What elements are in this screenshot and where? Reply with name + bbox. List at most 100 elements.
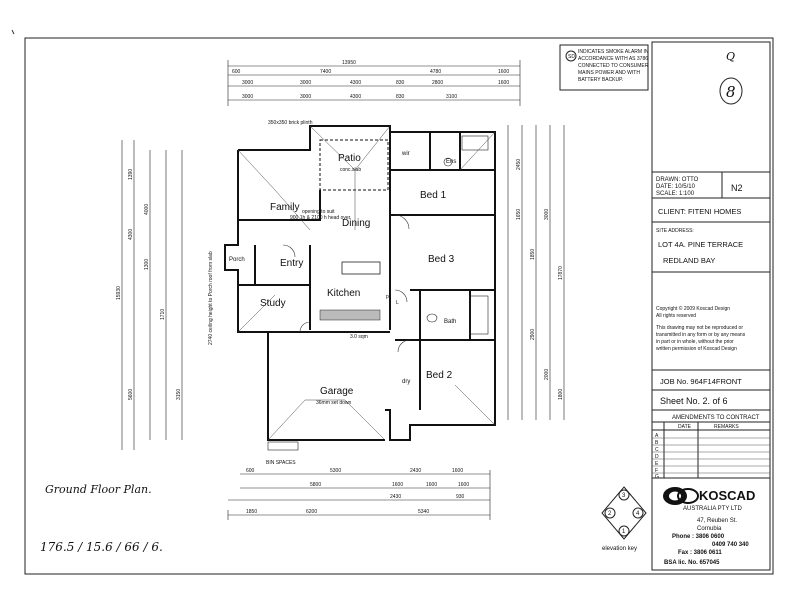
dim-overall-top: 13950 [342, 60, 356, 66]
dim-left-5: 1710 [160, 309, 166, 320]
garage-note: 36mm set down [316, 400, 352, 406]
top-dimensions [227, 60, 521, 106]
copyright-2: All rights reserved [656, 313, 696, 319]
firm-phone: Phone : 3806 0600 [672, 534, 725, 540]
dim-overall-left: 15930 [116, 286, 122, 300]
title-block [651, 41, 771, 571]
firm-name: KOSCAD [699, 488, 755, 503]
dim-right-1: 2450 [516, 159, 522, 170]
opening-note: opening to suit [302, 209, 335, 215]
copyright-6: written permission of Koscad Design [656, 346, 737, 352]
dim-bottom-r3-3: 5340 [418, 509, 429, 515]
elev-n3: 3 [622, 493, 626, 499]
room-family: Family [270, 202, 299, 213]
amendments-table: AMENDMENTS TO CONTRACT DATE REMARKS A B … [652, 415, 770, 480]
dim-bottom-r1-3: 1600 [452, 468, 463, 474]
firm-logo: KOSCAD AUSTRALIA PTY LTD [663, 487, 755, 512]
dim-top-r3-2: 3000 [300, 94, 311, 100]
copyright-3: This drawing may not be reproduced or [656, 325, 743, 331]
dim-right-3: 1850 [530, 249, 536, 260]
firm-sub: AUSTRALIA PTY LTD [683, 506, 742, 512]
dim-left-3: 4000 [144, 204, 150, 215]
room-kitchen: Kitchen [327, 288, 360, 299]
dim-bottom-small-2: 2430 [410, 468, 421, 474]
firm-bsa: BSA lic. No. 657045 [664, 560, 720, 566]
room-ensuite: Ens [446, 159, 456, 165]
dim-left-6: 5600 [128, 389, 134, 400]
corner-mark: Q [726, 50, 735, 63]
firm-fax: Fax : 3806 0611 [678, 550, 722, 556]
smoke-line-4: MAINS POWER AND WITH [578, 70, 640, 76]
dim-bottom-r2-1: 5800 [310, 482, 321, 488]
amendments-date-col: DATE [678, 424, 692, 430]
dim-top-r2-1: 3000 [242, 80, 253, 86]
dim-bottom-small-1: 600 [246, 468, 255, 474]
drawing-date: DATE: 10/5/10 [656, 184, 696, 190]
dim-left-4: 1300 [144, 259, 150, 270]
right-dimensions [507, 125, 565, 420]
sheet-border [24, 37, 774, 575]
door-note: 900 1h & 2100 h head over [290, 215, 351, 221]
setdown-note: 3.0 sqm [350, 334, 368, 340]
dim-left-1: 1390 [128, 169, 134, 180]
dim-top-r1-2: 7400 [320, 69, 331, 75]
patio-sub: conc.slab [340, 167, 361, 173]
area-note: 176.5 / 15.6 / 66 / 6. [40, 540, 163, 554]
smoke-line-1: INDICATES SMOKE ALARM IN [578, 49, 649, 55]
amend-row-e: E [655, 461, 659, 467]
porch-ceiling-note: 2740 ceiling height to Porch roof from s… [208, 251, 214, 345]
dim-top-r3-5: 3100 [446, 94, 457, 100]
house-walls [224, 125, 496, 441]
copyright-5: in part or in whole, without the prior [656, 339, 734, 345]
dim-left-7: 3150 [176, 389, 182, 400]
door-swings [282, 214, 411, 353]
elev-n2: 2 [608, 511, 612, 517]
room-bath: Bath [444, 319, 456, 325]
job-number: JOB No. 964F14FRONT [660, 377, 742, 386]
dim-top-r2-4: 830 [396, 80, 405, 86]
room-porch: Porch [229, 257, 245, 263]
room-wir: wir [401, 151, 410, 157]
smoke-alarm-symbol: SD [568, 54, 575, 60]
firm-mobile: 0409 740 340 [712, 542, 749, 548]
elevation-key-label: elevation key [602, 546, 637, 552]
room-entry: Entry [280, 258, 303, 269]
smoke-line-5: BATTERY BACKUP. [578, 77, 623, 83]
sheet-number: Sheet No. 2. of 6 [660, 396, 728, 406]
dim-right-7: 1800 [558, 389, 564, 400]
drawing-scale: SCALE: 1:100 [656, 191, 695, 197]
bottom-dimensions [227, 470, 491, 520]
drawing-code: N2 [731, 183, 743, 193]
sheet-mark: 8 [726, 83, 736, 101]
elev-n4: 4 [636, 511, 640, 517]
dim-top-r1-4: 1600 [498, 69, 509, 75]
site-line-2: REDLAND BAY [663, 256, 715, 265]
smoke-alarm-note: SD INDICATES SMOKE ALARM IN ACCORDANCE W… [559, 44, 649, 91]
dim-top-r1-1: 600 [232, 69, 241, 75]
room-dry: dry [402, 379, 410, 385]
dim-overall-right: 17870 [558, 266, 564, 280]
plan-title: Ground Floor Plan. [45, 483, 152, 496]
elev-n1: 1 [622, 529, 626, 535]
dim-top-r3-4: 830 [396, 94, 405, 100]
amendments-title: AMENDMENTS TO CONTRACT [672, 415, 760, 421]
sheet-mark-circle [719, 77, 743, 105]
amendments-rows: A B C D E F G [652, 433, 770, 480]
amend-row-c: C [655, 447, 659, 453]
dim-bottom-r1-2: 2430 [390, 494, 401, 500]
firm-address-1: 47, Reuben St. [697, 518, 737, 524]
dim-bottom-r3-1: 1850 [246, 509, 257, 515]
room-laundry: L [396, 300, 399, 306]
dim-bottom-r2-2: 1600 [392, 482, 403, 488]
firm-address-2: Cornubia [697, 526, 722, 532]
dim-bottom-r3-2: 6200 [306, 509, 317, 515]
plinth-note: 350x350 brick plinth [268, 120, 313, 126]
site-label: SITE ADDRESS: [656, 228, 694, 234]
dim-top-r2-6: 1600 [498, 80, 509, 86]
dim-bottom-r2-4: 1600 [458, 482, 469, 488]
copyright-4: transmitted in any form or by any means [656, 332, 746, 338]
corner-tick [11, 29, 15, 35]
drawn-by: DRAWN: OTTO [656, 177, 699, 183]
